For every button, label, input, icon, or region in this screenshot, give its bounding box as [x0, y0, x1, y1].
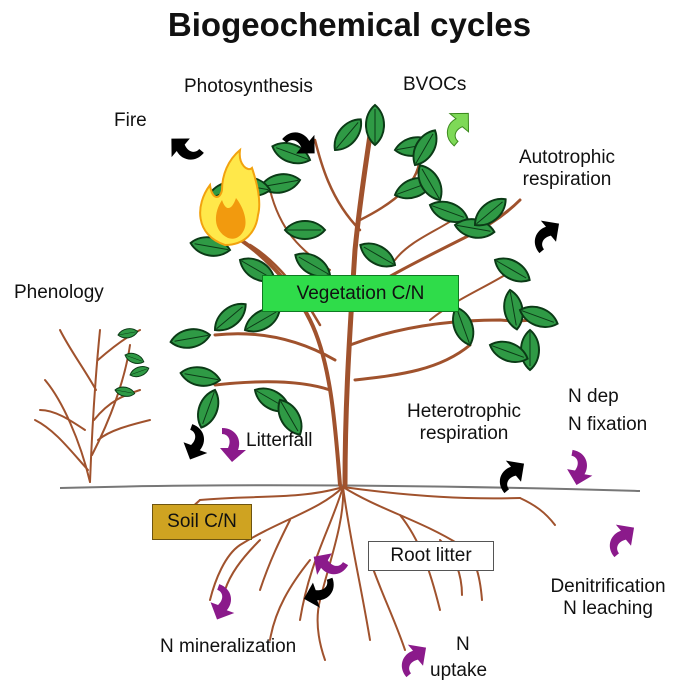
phenology-plant [35, 330, 150, 482]
label-heterotrophic-line1: Heterotrophic [376, 401, 552, 423]
diagram-title: Biogeochemical cycles [0, 6, 699, 44]
label-heterotrophic: Heterotrophic respiration [376, 401, 552, 445]
label-fire: Fire [114, 110, 147, 132]
label-litterfall: Litterfall [246, 430, 313, 452]
root-litter-box: Root litter [368, 541, 494, 571]
arrow-denitrification-out [599, 517, 642, 559]
label-n-mineralization: N mineralization [160, 636, 296, 658]
label-autotrophic-line2: respiration [492, 169, 642, 191]
arrow-ndep-in [565, 449, 597, 487]
label-denitrification: Denitrification N leaching [522, 576, 694, 620]
arrow-autotrophic-out [524, 213, 567, 255]
arrow-n-uptake [391, 637, 434, 679]
label-heterotrophic-line2: respiration [376, 423, 552, 445]
arrow-mineralization [206, 583, 242, 624]
label-phenology: Phenology [14, 282, 104, 304]
soil-cn-box: Soil C/N [152, 504, 252, 540]
label-leaching-line2: N leaching [522, 598, 694, 620]
label-bvocs: BVOCs [403, 74, 466, 96]
arrow-fire-out [162, 129, 205, 171]
arrow-bvocs-out [436, 104, 478, 147]
label-autotrophic-line1: Autotrophic [492, 147, 642, 169]
label-denitrification-line1: Denitrification [522, 576, 694, 598]
label-photosynthesis: Photosynthesis [184, 76, 313, 98]
phenology-leaves [114, 327, 150, 398]
label-ndep: N dep [568, 386, 619, 408]
label-n-uptake-line2: uptake [430, 660, 487, 682]
arrow-litterfall-black [179, 423, 215, 464]
label-autotrophic: Autotrophic respiration [492, 147, 642, 191]
label-n-uptake-line1: N [456, 634, 470, 656]
arrow-litterfall-purple [220, 428, 246, 462]
label-nfixation: N fixation [568, 414, 647, 436]
vegetation-cn-box: Vegetation C/N [262, 275, 459, 312]
fire-flame [200, 150, 259, 245]
